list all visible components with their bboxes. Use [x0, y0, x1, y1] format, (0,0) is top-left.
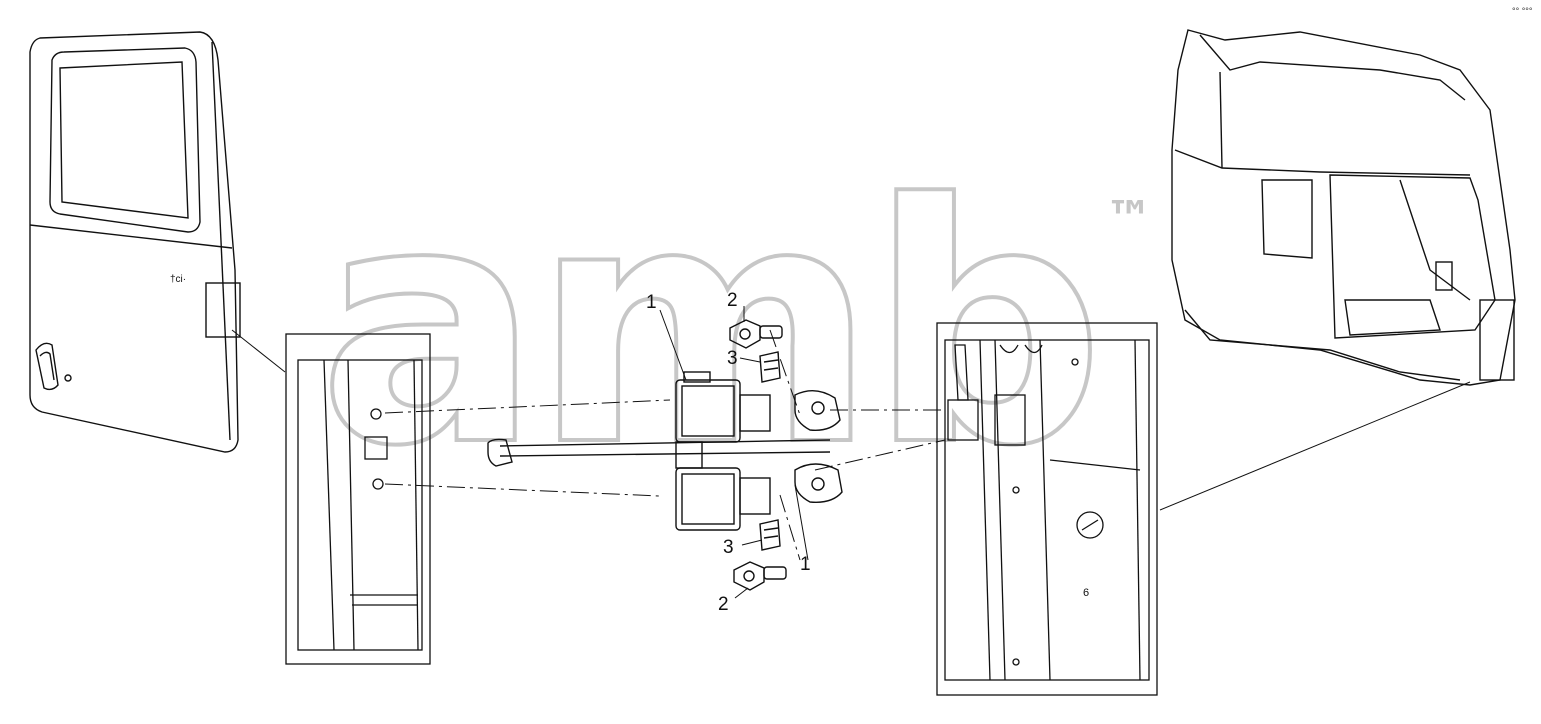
cab-leader-line	[1159, 381, 1471, 511]
callout-part-1: 1	[646, 292, 657, 313]
door-hinge-assembly	[487, 371, 843, 531]
bolt-top	[729, 319, 783, 349]
door-leader-line	[231, 329, 286, 373]
svg-text:6: 6	[1083, 587, 1089, 599]
watermark-logo: amb ™	[316, 132, 1153, 520]
corner-mark: °° °°°	[1512, 6, 1533, 16]
nut-bottom	[759, 519, 781, 551]
callout-part-3-bottom: 3	[723, 537, 734, 558]
door-panel: †ci·	[29, 31, 241, 453]
nut-top	[759, 351, 781, 383]
callout-part-1-lower: 1	[800, 554, 811, 575]
callout-part-3-top: 3	[727, 348, 738, 369]
svg-text:†ci·: †ci·	[170, 274, 186, 285]
bolt-bottom	[733, 561, 787, 591]
watermark-text: amb	[318, 134, 1097, 518]
watermark-trademark: ™	[1105, 191, 1153, 247]
callout-leaders	[659, 306, 809, 599]
truck-cab	[1171, 29, 1516, 386]
callout-part-2-bottom: 2	[718, 594, 729, 615]
callout-part-2-top: 2	[727, 290, 738, 311]
door-hinge-detail-inset	[285, 333, 431, 665]
cab-pillar-detail-inset: 6	[936, 322, 1158, 696]
